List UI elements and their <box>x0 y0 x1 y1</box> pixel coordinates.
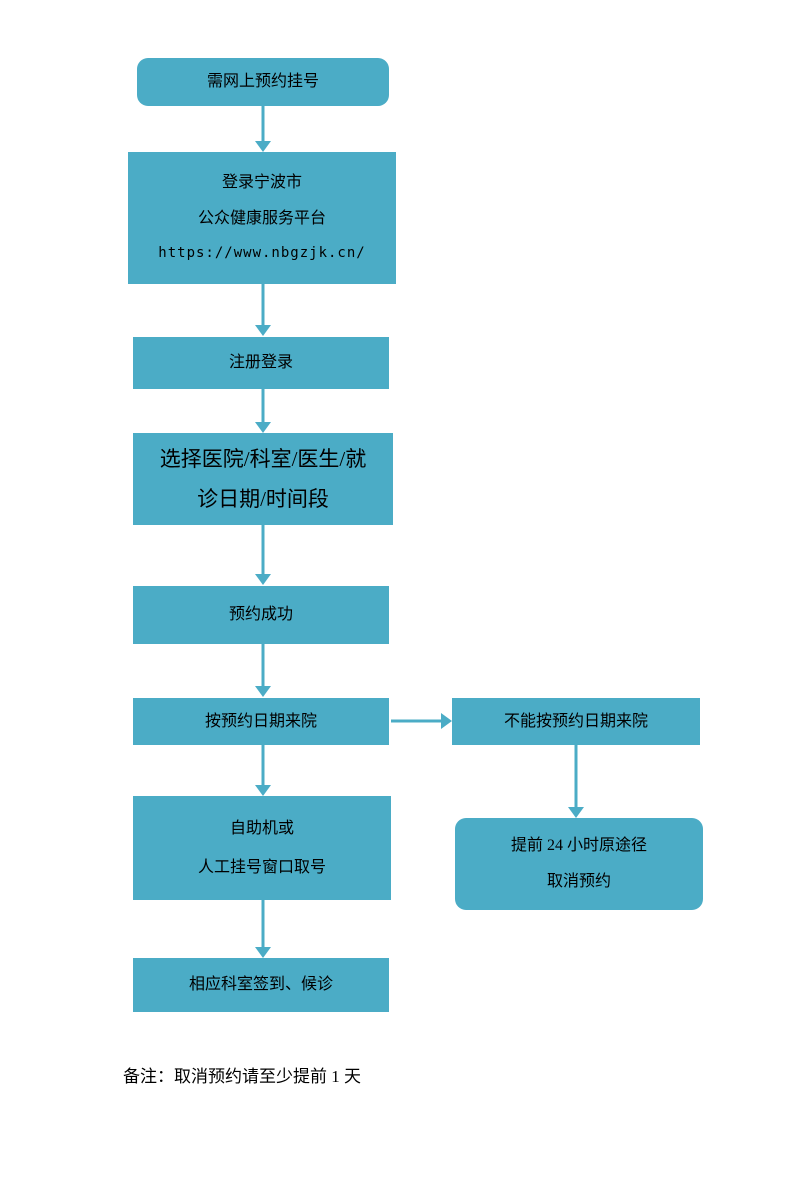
arrow-stem <box>261 106 265 142</box>
arrow-stem <box>261 900 265 948</box>
arrow-cannot-to-cancel <box>568 745 584 818</box>
node-select-line1: 选择医院/科室/医生/就 <box>159 447 367 472</box>
arrow-login-to-register <box>255 284 271 336</box>
node-start-label: 需网上预约挂号 <box>206 73 319 90</box>
note-text: 备注：取消预约请至少提前 1 天 <box>123 1067 361 1086</box>
node-cancel-line2: 取消预约 <box>546 873 611 890</box>
node-ticket: 自助机或 人工挂号窗口取号 <box>133 796 391 900</box>
arrow-ticket-to-checkin <box>255 900 271 958</box>
node-register-label: 注册登录 <box>228 354 293 371</box>
node-checkin-label: 相应科室签到、候诊 <box>188 976 333 993</box>
node-cannot: 不能按预约日期来院 <box>452 698 700 745</box>
node-cannot-label: 不能按预约日期来院 <box>503 712 648 730</box>
arrow-stem <box>261 644 265 687</box>
node-cancel-line1: 提前 24 小时原途径 <box>510 837 647 854</box>
node-cancel: 提前 24 小时原途径 取消预约 <box>455 818 703 910</box>
arrow-down-icon <box>568 807 584 818</box>
node-login-line2: 公众健康服务平台 <box>197 210 326 228</box>
arrow-register-to-select <box>255 389 271 433</box>
arrow-down-icon <box>255 947 271 958</box>
arrow-stem <box>261 525 265 575</box>
arrow-stem <box>261 745 265 786</box>
node-checkin: 相应科室签到、候诊 <box>133 958 389 1012</box>
node-register: 注册登录 <box>133 337 389 389</box>
arrow-stem <box>391 719 442 723</box>
arrow-stem <box>261 389 265 423</box>
arrow-right-icon <box>441 713 452 729</box>
node-arrive: 按预约日期来院 <box>133 698 389 745</box>
node-login-url: https://www.nbgzjk.cn/ <box>158 245 366 262</box>
arrow-start-to-login <box>255 106 271 152</box>
node-success-label: 预约成功 <box>228 606 293 623</box>
arrow-down-icon <box>255 574 271 585</box>
arrow-down-icon <box>255 686 271 697</box>
arrow-select-to-success <box>255 525 271 585</box>
node-start: 需网上预约挂号 <box>137 58 389 106</box>
node-login-line1: 登录宁波市 <box>221 174 302 192</box>
node-select: 选择医院/科室/医生/就 诊日期/时间段 <box>133 433 393 525</box>
arrow-success-to-arrive <box>255 644 271 697</box>
node-login: 登录宁波市 公众健康服务平台 https://www.nbgzjk.cn/ <box>128 152 396 284</box>
node-success: 预约成功 <box>133 586 389 644</box>
node-ticket-line2: 人工挂号窗口取号 <box>197 858 326 876</box>
arrow-down-icon <box>255 325 271 336</box>
arrow-arrive-to-ticket <box>255 745 271 796</box>
node-select-line2: 诊日期/时间段 <box>197 486 329 511</box>
node-ticket-line1: 自助机或 <box>229 819 294 837</box>
arrow-stem <box>261 284 265 326</box>
arrow-down-icon <box>255 422 271 433</box>
arrow-arrive-to-cannot <box>391 713 452 729</box>
node-arrive-label: 按预约日期来院 <box>204 712 317 730</box>
arrow-stem <box>574 745 578 808</box>
arrow-down-icon <box>255 785 271 796</box>
arrow-down-icon <box>255 141 271 152</box>
